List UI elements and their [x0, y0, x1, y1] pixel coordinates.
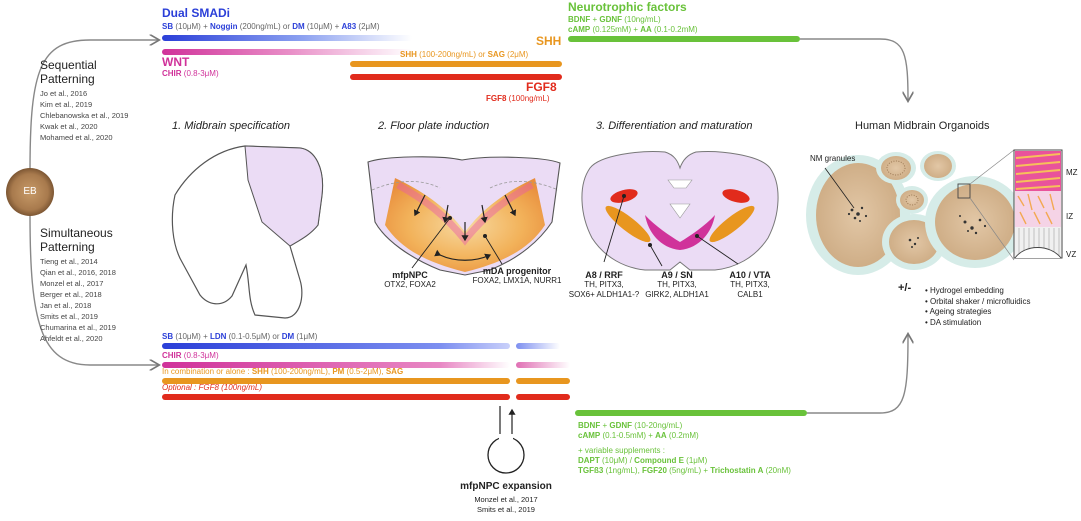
neurotrophic-reagents-2: cAMP (0.125mM) + AA (0.1-0.2mM) [568, 25, 698, 34]
sequential-arrow [29, 40, 158, 171]
bar-b-shh-tail [516, 378, 570, 384]
nm-granules-label: NM granules [810, 154, 856, 163]
iz-label: IZ [1066, 212, 1074, 221]
bar-b-smadi-tail [516, 343, 560, 349]
bar-wnt [162, 49, 412, 55]
expansion-refs: Monzel et al., 2017 Smits et al., 2019 [474, 495, 538, 514]
eb-circle [6, 168, 54, 216]
a9-label: A9 / SN TH, PITX3, GIRK2, ALDH1A1 [645, 270, 709, 299]
simultaneous-title: Simultaneous Patterning [40, 226, 113, 254]
a8-region-right [722, 189, 750, 203]
b-variable: + variable supplements : [578, 446, 665, 455]
b-chir-reagents: CHIR (0.8-3μM) [162, 351, 219, 360]
eb-label: EB [23, 186, 37, 197]
b-neuro-1: BDNF + GDNF (10-20ng/mL) [578, 421, 683, 430]
dual-smadi-heading: Dual SMADi [162, 6, 231, 20]
bar-b-smadi [162, 343, 510, 349]
fgf8-heading: FGF8 [526, 80, 557, 94]
a9-region-left [605, 205, 651, 243]
stage-2-title: 2. Floor plate induction [378, 120, 490, 132]
a10-label: A10 / VTA TH, PITX3, CALB1 [729, 270, 771, 299]
bar-fgf8 [350, 74, 562, 80]
wnt-heading: WNT [162, 55, 190, 69]
bar-shh [350, 61, 562, 67]
bar-neurotrophic [568, 36, 800, 42]
stage-3-title: 3. Differentiation and maturation [596, 120, 753, 132]
bar-b-neurotrophic [575, 410, 807, 416]
bar-b-fgf8-tail [516, 394, 570, 400]
bar-b-fgf8 [162, 394, 510, 400]
simultaneous-refs: Tieng et al., 2014 Qian et al., 2016, 20… [40, 257, 116, 343]
organoid-bullets: • Hydrogel embedding • Orbital shaker / … [925, 286, 1031, 327]
shh-heading: SHH [536, 34, 562, 48]
bottom-neurotrophic-arrow [807, 335, 908, 414]
bar-b-chir-tail [516, 362, 570, 368]
smadi-reagents: SB (10μM) + Noggin (200ng/mL) or DM (10μ… [162, 22, 380, 31]
a10-region [645, 215, 715, 250]
expansion-loop [487, 436, 525, 474]
plus-minus: +/- [898, 282, 912, 294]
stage-1-title: 1. Midbrain specification [172, 120, 291, 132]
simultaneous-arrow [29, 214, 158, 365]
b-fgf8-optional: Optional : FGF8 (100ng/mL) [162, 383, 263, 392]
shh-reagents: SHH (100-200ng/mL) or SAG (2μM) [400, 50, 529, 59]
bar-smadi [162, 35, 412, 41]
sequential-refs: Jo et al., 2016 Kim et al., 2019 Chleban… [40, 89, 129, 142]
mda-progenitor-label: mDA progenitor FOXA2, LMX1A, NURR1 [472, 266, 562, 285]
vz-label: VZ [1066, 250, 1077, 259]
b-neuro-2: cAMP (0.1-0.5mM) + AA (0.2mM) [578, 431, 699, 440]
floorplate-orange [385, 178, 545, 272]
organoid-right [935, 184, 1015, 260]
neurotrophic-reagents-1: BDNF + GDNF (10ng/mL) [568, 15, 661, 24]
mz-label: MZ [1066, 168, 1078, 177]
b-shh-reagents: In combination or alone : SHH (100-200ng… [162, 367, 404, 376]
mfpnpc-label: mfpNPC OTX2, FOXA2 [384, 270, 436, 289]
wnt-reagents: CHIR (0.8-3μM) [162, 69, 219, 78]
fgf8-reagents: FGF8 (100ng/mL) [486, 94, 550, 103]
b-dapt: DAPT (10μM) / Compound E (1μM) [578, 456, 708, 465]
stage-4-title: Human Midbrain Organoids [855, 120, 990, 132]
sequential-title: Sequential Patterning [40, 58, 97, 86]
a8-label: A8 / RRF TH, PITX3, SOX6+ ALDH1A1-? [568, 270, 640, 299]
b-smadi-reagents: SB (10μM) + LDN (0.1-0.5μM) or DM (1μM) [162, 332, 318, 341]
b-tgf: TGFß3 (1ng/mL), FGF20 (5ng/mL) + Trichos… [578, 466, 791, 475]
neurotrophic-heading: Neurotrophic factors [568, 0, 687, 14]
midbrain-lilac-region [244, 145, 324, 247]
bar-b-chir [162, 362, 510, 368]
expansion-title: mfpNPC expansion [460, 481, 552, 492]
a9-region-right [709, 205, 755, 243]
neurotrophic-arrow [800, 38, 908, 100]
bar-b-shh [162, 378, 510, 384]
